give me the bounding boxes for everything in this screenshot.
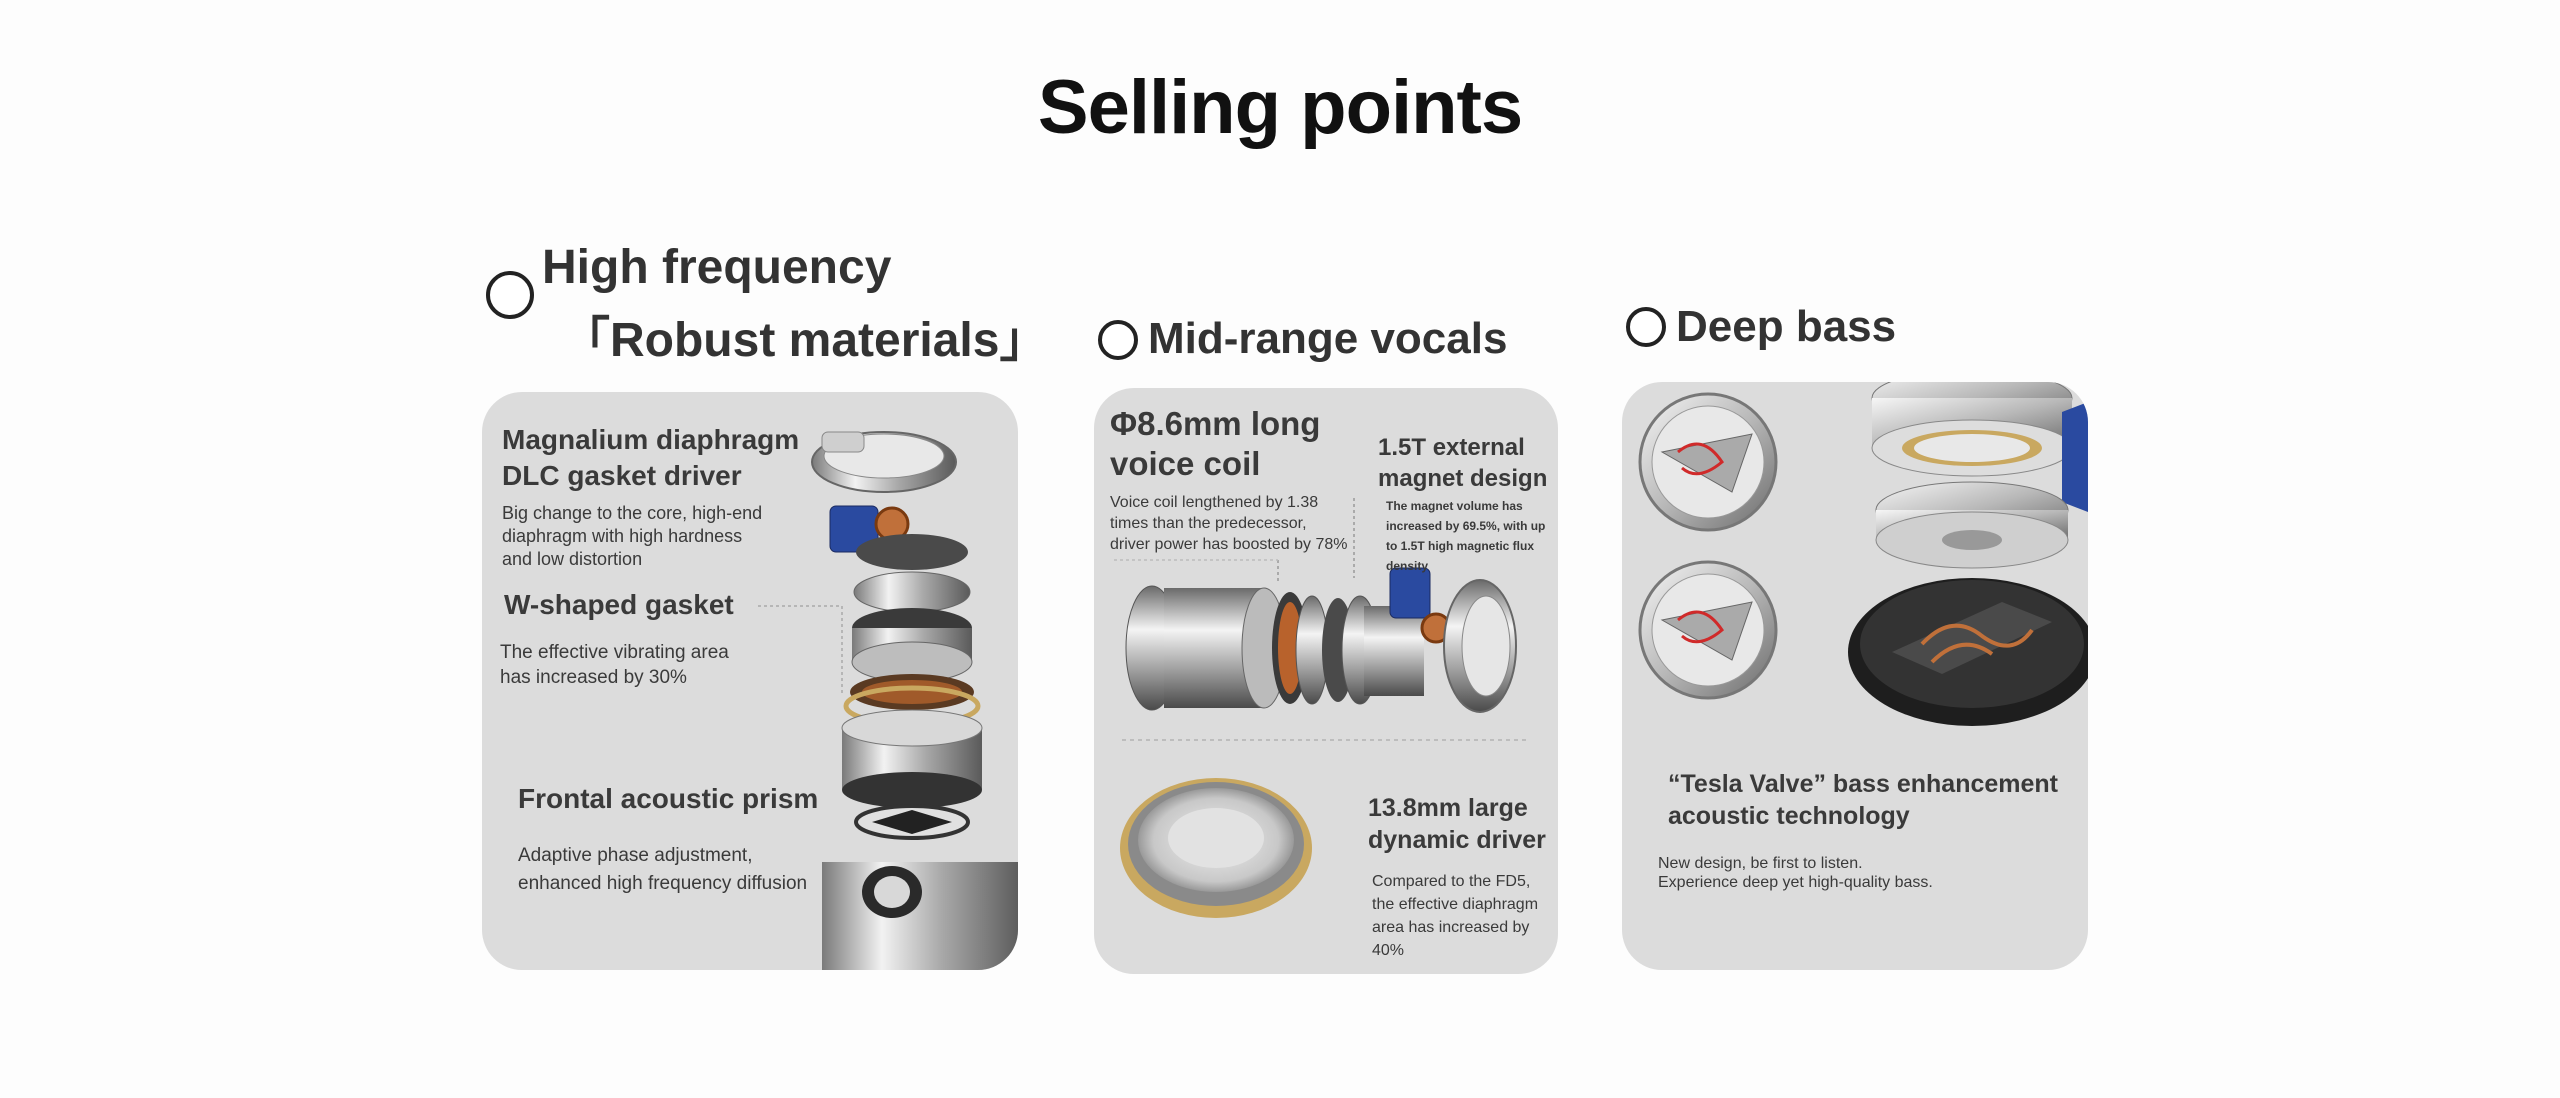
- circle-icon: [1098, 320, 1138, 360]
- w-shaped-gasket-desc: The effective vibrating area has increas…: [500, 642, 729, 688]
- mid-range-heading: Mid-range vocals: [1098, 314, 1558, 374]
- circle-icon: [486, 271, 534, 319]
- large-dynamic-driver-title: 13.8mm large dynamic driver: [1368, 794, 1546, 854]
- deep-bass-card: “Tesla Valve” bass enhancement acoustic …: [1622, 382, 2088, 970]
- deep-bass-title: Deep bass: [1676, 302, 1897, 351]
- w-shaped-gasket-title: W-shaped gasket: [504, 589, 734, 620]
- high-frequency-heading: High frequency 「Robust materials」: [486, 240, 1047, 367]
- large-dynamic-driver-desc: Compared to the FD5, the effective diaph…: [1372, 873, 1539, 959]
- high-frequency-card: Magnalium diaphragm DLC gasket driver Bi…: [482, 392, 1018, 970]
- magnalium-diaphragm-title: Magnalium diaphragm DLC gasket driver: [502, 424, 800, 491]
- mid-range-title: Mid-range vocals: [1148, 314, 1508, 363]
- high-frequency-title: High frequency: [542, 241, 892, 294]
- magnalium-diaphragm-desc: Big change to the core, high-end diaphra…: [502, 503, 763, 569]
- circle-icon: [1626, 307, 1666, 347]
- tesla-valve-illustration: [1638, 382, 2088, 726]
- voice-coil-title: Φ8.6mm long voice coil: [1110, 405, 1321, 482]
- tesla-valve-title: “Tesla Valve” bass enhancement acoustic …: [1668, 770, 2059, 830]
- deep-bass-heading: Deep bass: [1626, 302, 1986, 362]
- voice-coil-desc: Voice coil lengthened by 1.38 times than…: [1110, 494, 1348, 553]
- frontal-acoustic-prism-title: Frontal acoustic prism: [518, 783, 819, 814]
- page-title: Selling points: [1037, 65, 1523, 150]
- external-magnet-desc: The magnet volume has increased by 69.5%…: [1386, 499, 1546, 573]
- driver-exploded-illustration: [758, 431, 1018, 970]
- voice-coil-illustration: [1114, 498, 1530, 918]
- external-magnet-title: 1.5T external magnet design: [1378, 434, 1548, 492]
- robust-materials-subtitle: 「Robust materials」: [562, 314, 1048, 367]
- mid-range-card: Φ8.6mm long voice coil Voice coil length…: [1094, 388, 1558, 974]
- tesla-valve-desc: New design, be first to listen. Experien…: [1658, 855, 1933, 891]
- frontal-acoustic-prism-desc: Adaptive phase adjustment, enhanced high…: [518, 845, 808, 894]
